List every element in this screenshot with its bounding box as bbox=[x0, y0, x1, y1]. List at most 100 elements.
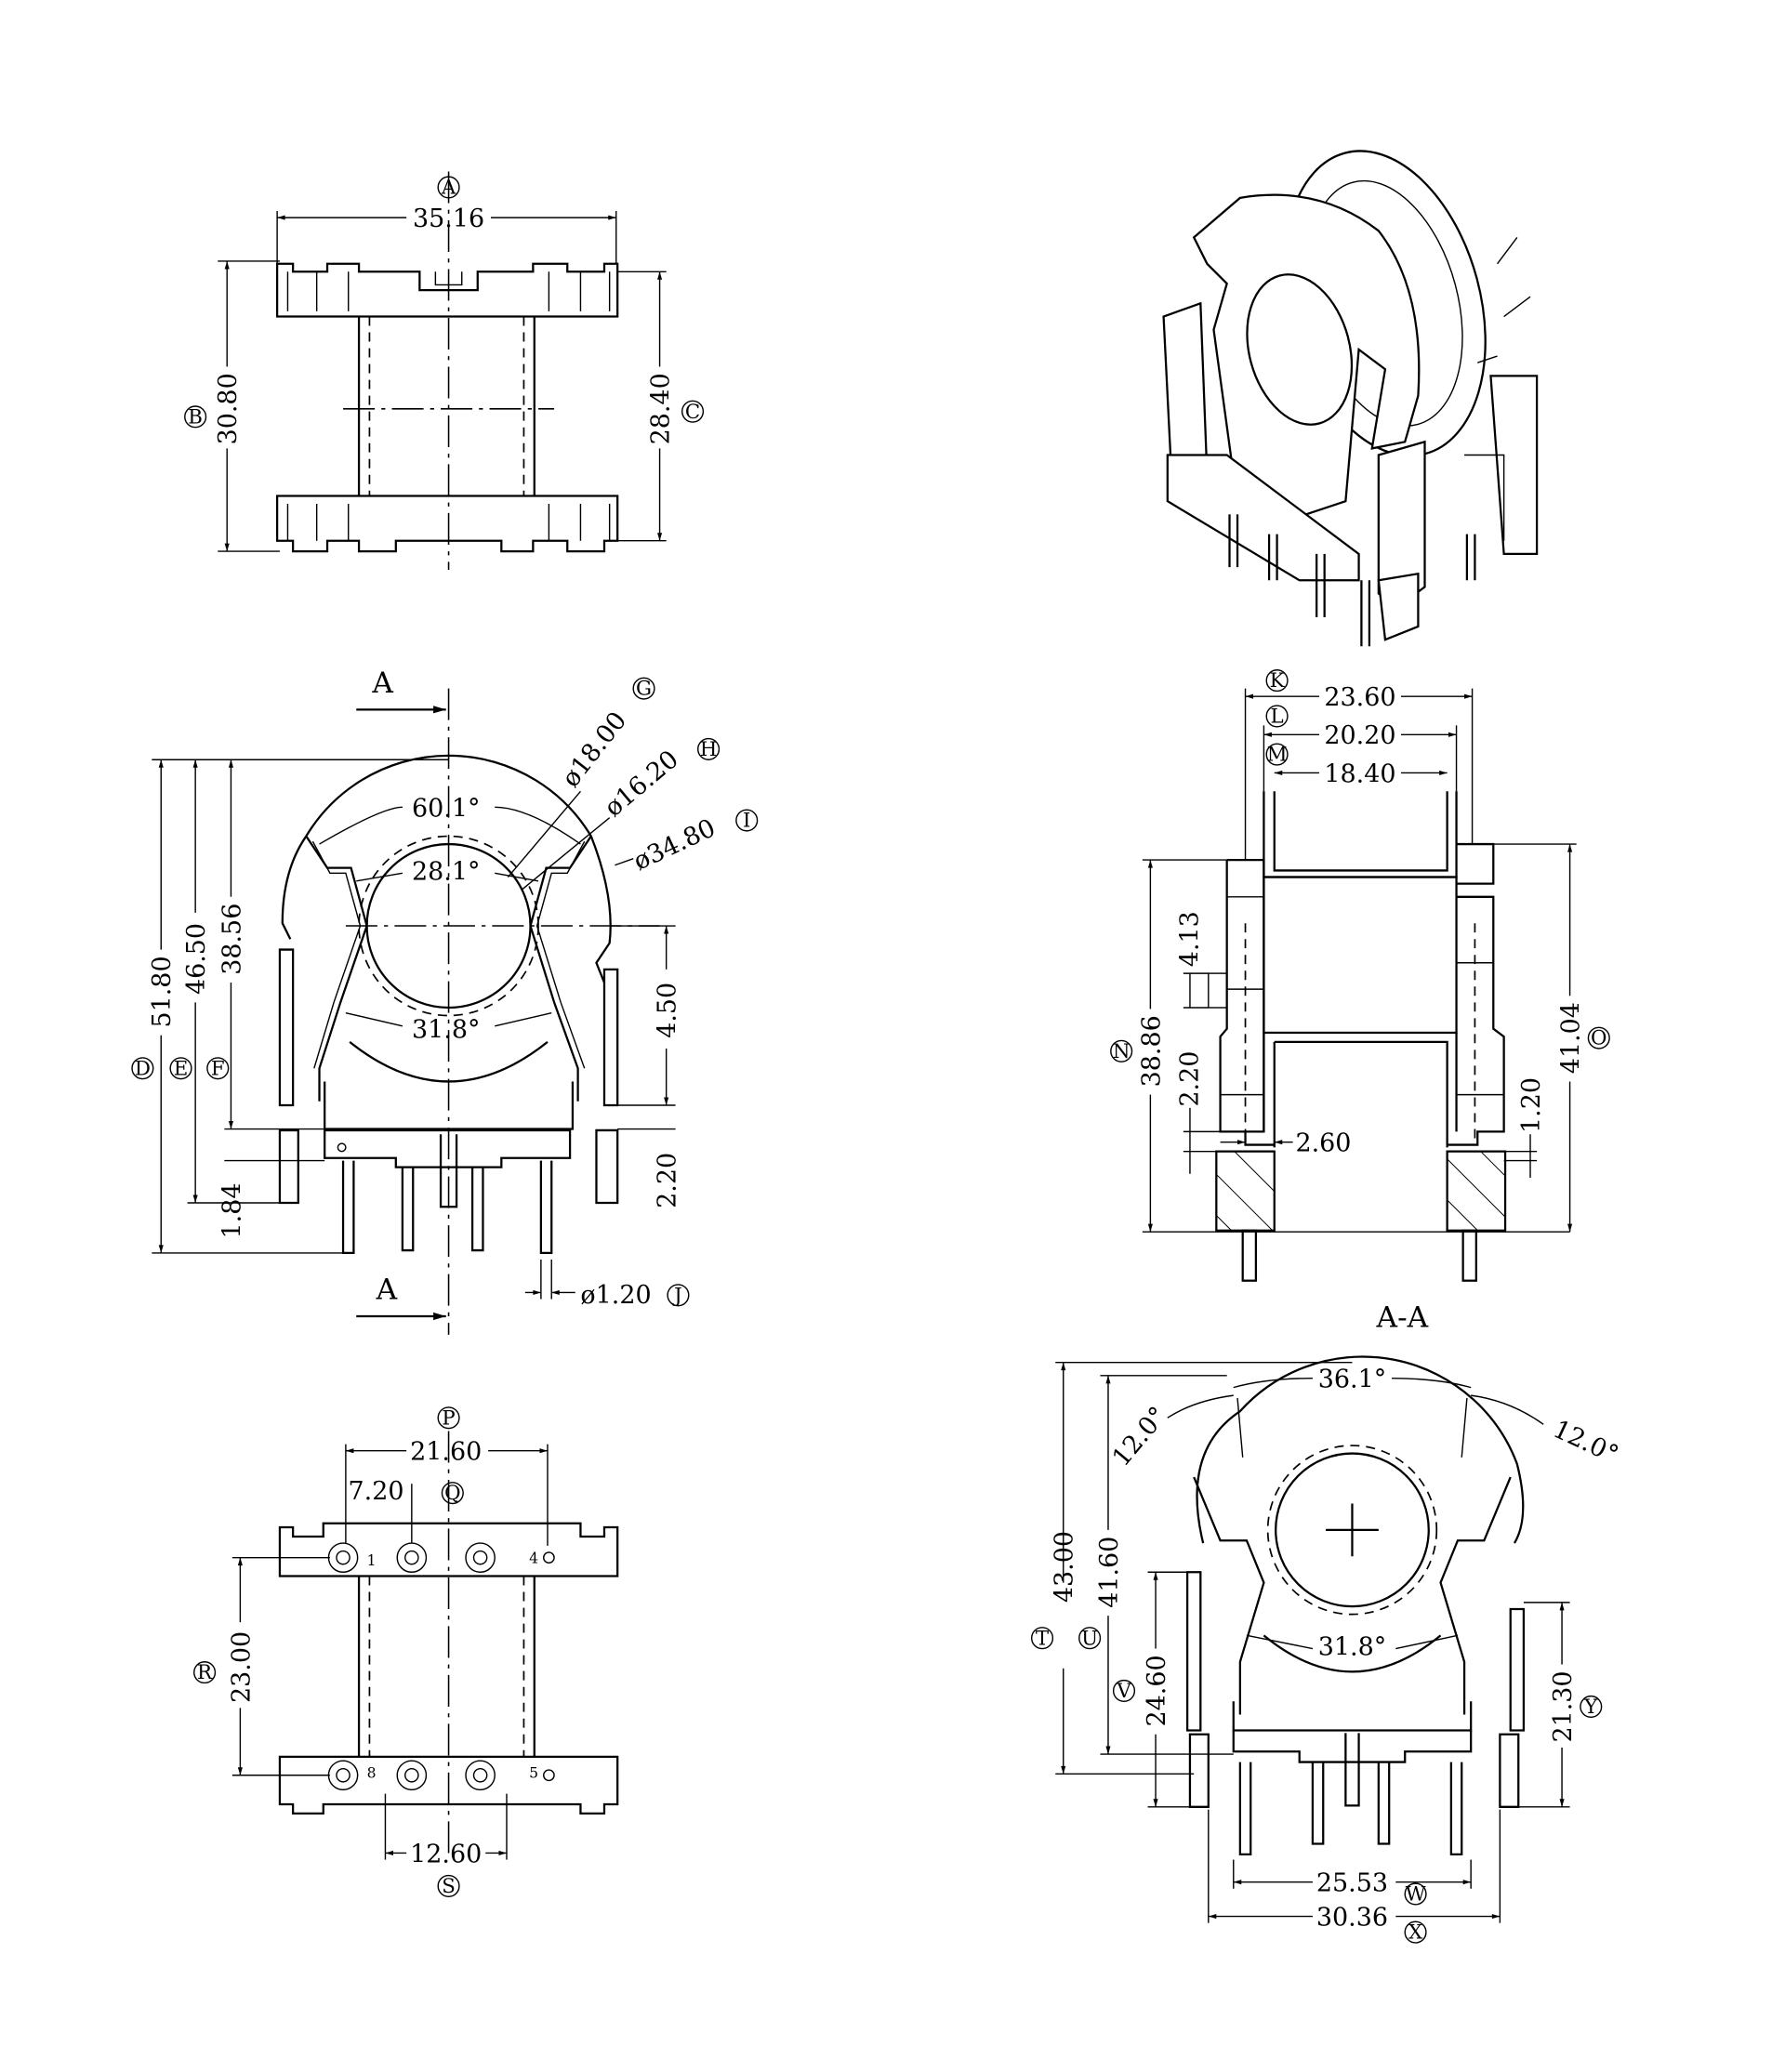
label-X: X bbox=[1404, 1920, 1427, 1945]
pin-pads-top bbox=[327, 1542, 555, 1573]
pin-pads-bottom bbox=[327, 1760, 555, 1791]
label-B: B bbox=[184, 405, 207, 429]
label-A: A bbox=[437, 176, 460, 200]
side-view: 23.60 K 20.20 L 18.40 M 38.86 N 4.13 2.2… bbox=[1110, 669, 1610, 1282]
label-N: N bbox=[1110, 1039, 1133, 1063]
svg-text:L: L bbox=[1271, 706, 1284, 729]
dim-4-13: 4.13 bbox=[1175, 911, 1204, 967]
dim-43-00: 43.00 bbox=[1051, 1531, 1079, 1603]
dim-23-60: 23.60 bbox=[1324, 683, 1395, 712]
isometric-view bbox=[1162, 150, 1539, 647]
dim-35-16: 35.16 bbox=[413, 205, 484, 233]
svg-text:Q: Q bbox=[444, 1482, 460, 1505]
svg-text:W: W bbox=[1406, 1883, 1426, 1907]
svg-text:D: D bbox=[135, 1057, 151, 1080]
dim-2-20-side: 2.20 bbox=[1175, 1051, 1204, 1107]
svg-text:O: O bbox=[1591, 1027, 1606, 1050]
dim-38-56: 38.56 bbox=[218, 904, 246, 975]
svg-text:A: A bbox=[441, 177, 456, 200]
dim-18-40: 18.40 bbox=[1324, 759, 1395, 788]
label-W: W bbox=[1404, 1882, 1427, 1907]
bottom-view: 1 4 8 5 21.60 P 7.20 Q 23.00 R 12.60 S bbox=[193, 1406, 619, 1898]
label-D: D bbox=[131, 1057, 154, 1080]
dim-25-53: 25.53 bbox=[1316, 1869, 1388, 1898]
svg-text:N: N bbox=[1113, 1040, 1130, 1063]
angle-31-8: 31.8° bbox=[412, 1016, 480, 1045]
dim-4-50: 4.50 bbox=[654, 983, 682, 1038]
section-mark-a-top: A bbox=[371, 666, 393, 700]
dim-12-60: 12.60 bbox=[410, 1840, 482, 1868]
dim-pin-dia-1-2: ø1.20 bbox=[580, 1281, 651, 1310]
label-F: F bbox=[206, 1057, 230, 1080]
label-J: J bbox=[667, 1284, 690, 1307]
dim-1-20: 1.20 bbox=[1517, 1077, 1546, 1133]
svg-text:F: F bbox=[211, 1057, 225, 1080]
pin-number-5: 5 bbox=[529, 1765, 538, 1782]
dim-38-86: 38.86 bbox=[1137, 1015, 1166, 1087]
dim-30-36: 30.36 bbox=[1316, 1904, 1388, 1933]
dim-30-80: 30.80 bbox=[214, 373, 243, 444]
label-Q: Q bbox=[441, 1482, 464, 1505]
section-view-a-a: A-A 36.1° 12.0° 12.0° 31.8° 43.00 T 41.6… bbox=[1030, 1300, 1623, 1945]
label-U: U bbox=[1078, 1627, 1102, 1650]
label-T: T bbox=[1030, 1627, 1054, 1650]
svg-text:B: B bbox=[188, 405, 203, 429]
dim-2-20-front: 2.20 bbox=[654, 1153, 682, 1208]
angle-36-1: 36.1° bbox=[1318, 1366, 1386, 1394]
svg-text:Y: Y bbox=[1583, 1696, 1598, 1719]
dim-46-50: 46.50 bbox=[182, 923, 211, 995]
label-M: M bbox=[1265, 743, 1289, 767]
svg-text:G: G bbox=[636, 678, 652, 701]
angle-12-left: 12.0° bbox=[1107, 1401, 1173, 1472]
svg-text:X: X bbox=[1408, 1921, 1423, 1945]
svg-text:P: P bbox=[442, 1406, 455, 1430]
label-K: K bbox=[1265, 669, 1289, 693]
angle-60-1: 60.1° bbox=[412, 794, 480, 823]
dim-dia-18: ø18.00 bbox=[556, 706, 632, 793]
svg-text:U: U bbox=[1081, 1627, 1098, 1650]
dim-7-20: 7.20 bbox=[349, 1477, 404, 1506]
label-I: I bbox=[735, 809, 759, 833]
label-O: O bbox=[1587, 1026, 1610, 1050]
section-title: A-A bbox=[1376, 1300, 1429, 1334]
dim-41-04: 41.04 bbox=[1557, 1002, 1586, 1074]
svg-text:E: E bbox=[174, 1057, 189, 1080]
svg-text:K: K bbox=[1270, 669, 1286, 693]
svg-text:S: S bbox=[442, 1875, 456, 1898]
dim-24-60: 24.60 bbox=[1143, 1655, 1171, 1726]
label-L: L bbox=[1265, 705, 1289, 729]
dim-21-30: 21.30 bbox=[1549, 1670, 1578, 1742]
dim-21-60: 21.60 bbox=[410, 1438, 482, 1467]
label-V: V bbox=[1112, 1679, 1136, 1703]
svg-text:V: V bbox=[1116, 1680, 1131, 1703]
pin-number-4: 4 bbox=[529, 1550, 538, 1566]
label-Y: Y bbox=[1580, 1695, 1603, 1719]
angle-28-1: 28.1° bbox=[412, 857, 480, 886]
dim-1-84: 1.84 bbox=[218, 1183, 246, 1239]
pin-number-8: 8 bbox=[367, 1765, 377, 1782]
dim-51-80: 51.80 bbox=[148, 956, 177, 1027]
front-view: A A 60.1° 28.1° 31.8° ø18.00 G ø16.20 H … bbox=[131, 666, 759, 1335]
top-view: 35.16 A 30.80 B 28.40 C bbox=[184, 171, 705, 570]
label-E: E bbox=[169, 1057, 192, 1080]
dim-20-20: 20.20 bbox=[1324, 721, 1395, 750]
pin-number-1: 1 bbox=[367, 1552, 377, 1569]
label-R: R bbox=[193, 1661, 217, 1684]
angle-31-8-section: 31.8° bbox=[1318, 1633, 1386, 1662]
dim-2-60: 2.60 bbox=[1295, 1129, 1351, 1158]
label-C: C bbox=[681, 400, 705, 424]
label-P: P bbox=[437, 1406, 460, 1430]
svg-text:R: R bbox=[197, 1661, 213, 1684]
svg-text:I: I bbox=[743, 810, 750, 833]
svg-text:M: M bbox=[1267, 744, 1288, 767]
dim-41-60: 41.60 bbox=[1095, 1537, 1124, 1608]
section-mark-a-bottom: A bbox=[376, 1274, 398, 1307]
angle-12-right: 12.0° bbox=[1549, 1415, 1623, 1470]
label-S: S bbox=[437, 1874, 460, 1898]
dim-dia-34-8: ø34.80 bbox=[629, 813, 721, 877]
svg-text:J: J bbox=[672, 1284, 682, 1307]
dim-dia-16-2: ø16.20 bbox=[599, 745, 683, 823]
svg-text:T: T bbox=[1036, 1627, 1049, 1650]
dim-28-40: 28.40 bbox=[647, 373, 676, 444]
